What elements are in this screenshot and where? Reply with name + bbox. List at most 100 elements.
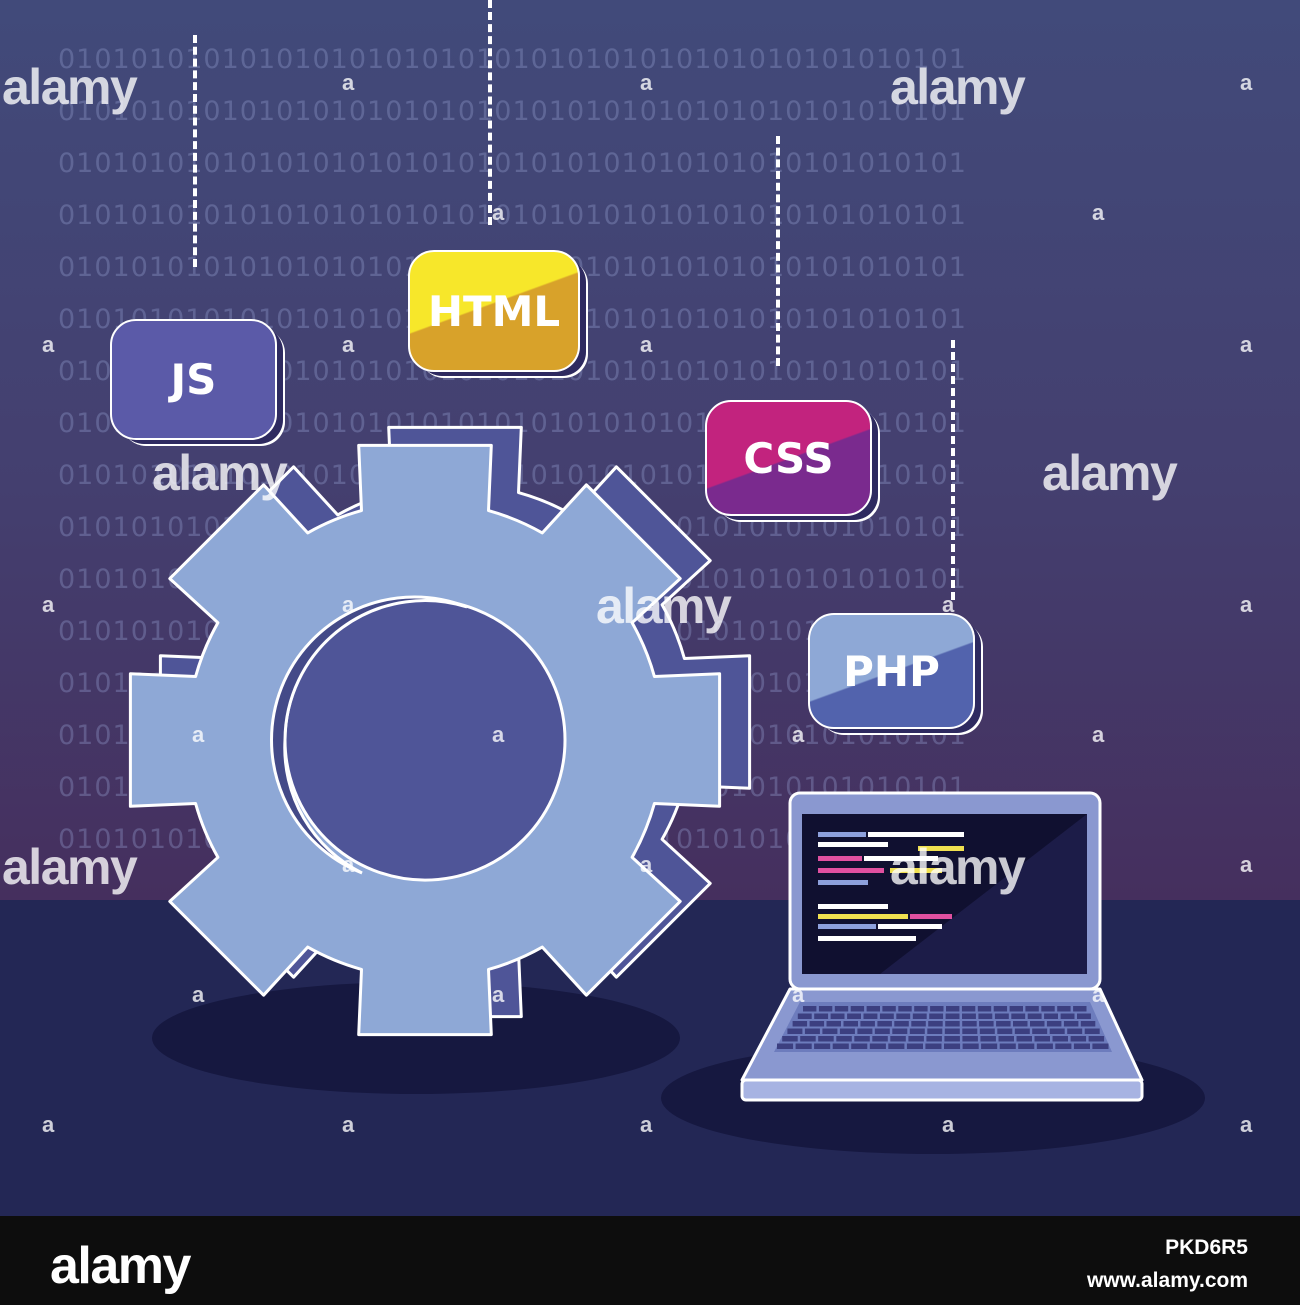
watermark-mark: a — [1240, 1112, 1253, 1137]
keyboard-key — [834, 1006, 849, 1012]
keyboard-key — [1073, 1043, 1090, 1049]
keyboard-key — [1063, 1021, 1079, 1027]
keyboard-key — [925, 1043, 942, 1049]
keyboard-key — [847, 1013, 861, 1019]
keyboard-key — [795, 1043, 812, 1049]
keyboard-key — [860, 1021, 875, 1027]
code-lines-icon — [818, 832, 964, 941]
keyboard-key — [980, 1036, 996, 1042]
watermark-mark: a — [342, 70, 355, 95]
keyboard-key — [908, 1036, 924, 1042]
keyboard-key — [1057, 1006, 1071, 1012]
keyboard-key — [909, 1028, 925, 1034]
keyboard-key — [961, 1006, 976, 1012]
watermark-mark: a — [792, 722, 805, 747]
keyboard-key — [814, 1043, 831, 1049]
keyboard-key — [1030, 1021, 1045, 1027]
keyboard-key — [1049, 1028, 1065, 1034]
watermark-mark: a — [492, 200, 505, 225]
html-badge: HTML — [408, 250, 580, 372]
watermark-text: alamy — [596, 578, 732, 634]
keyboard-key — [1018, 1043, 1035, 1049]
watermark-mark: a — [792, 982, 805, 1007]
keyboard-key — [978, 1013, 993, 1019]
keyboard-key — [787, 1028, 803, 1034]
keyboard-key — [962, 1036, 978, 1042]
keyboard-key — [1080, 1021, 1096, 1027]
keyboard-key — [914, 1006, 928, 1012]
keyboard-key — [839, 1028, 855, 1034]
keyboard-key — [814, 1013, 829, 1019]
watermark-mark: a — [1240, 592, 1253, 617]
illustration-scene: 0101010101010101010101010101010101010101… — [0, 0, 1300, 1216]
watermark-mark: a — [492, 982, 505, 1007]
keyboard-key — [962, 1013, 976, 1019]
keyboard-key — [944, 1036, 960, 1042]
keyboard-key — [994, 1013, 1009, 1019]
watermark-mark: a — [42, 1112, 55, 1137]
keyboard-key — [818, 1006, 833, 1012]
keyboard-key — [929, 1013, 944, 1019]
keyboard-key — [822, 1028, 838, 1034]
watermark-mark: a — [640, 332, 653, 357]
watermark-mark: a — [640, 1112, 653, 1137]
keyboard-key — [1084, 1028, 1100, 1034]
html-badge-label: HTML — [427, 286, 561, 336]
keyboard-key — [1088, 1036, 1105, 1042]
keyboard-key — [803, 1006, 817, 1012]
keyboard-key — [832, 1043, 849, 1049]
keyboard-key — [1011, 1013, 1026, 1019]
keyboard-key — [1077, 1013, 1091, 1019]
keyboard-key — [830, 1013, 845, 1019]
css-string — [776, 136, 780, 366]
keyboard-key — [944, 1043, 961, 1049]
keyboard-key — [944, 1028, 960, 1034]
keyboard-key — [892, 1028, 908, 1034]
keyboard-key — [800, 1036, 816, 1042]
watermark-mark: a — [1240, 70, 1253, 95]
keyboard-key — [782, 1036, 798, 1042]
keyboard-key — [912, 1013, 927, 1019]
keyboard-key — [792, 1021, 808, 1027]
watermark-mark: a — [942, 1112, 955, 1137]
keyboard-key — [854, 1036, 870, 1042]
footer-logo: alamy — [50, 1237, 191, 1295]
keyboard-key — [945, 1021, 960, 1027]
keyboard-key — [1092, 1043, 1109, 1049]
html-string — [488, 0, 492, 225]
keyboard-key — [1052, 1036, 1068, 1042]
keyboard-key — [882, 1006, 896, 1012]
gear-icon — [128, 425, 752, 1037]
keyboard-key — [863, 1013, 878, 1019]
js-badge-label: JS — [170, 355, 217, 404]
keyboard-key — [1032, 1028, 1048, 1034]
keyboard-key — [993, 1006, 1008, 1012]
keyboard-key — [906, 1043, 923, 1049]
keyboard-key — [872, 1036, 888, 1042]
laptop-icon — [740, 791, 1144, 1102]
keyboard-key — [850, 1006, 865, 1012]
keyboard-key — [998, 1036, 1014, 1042]
keyboard-key — [879, 1013, 894, 1019]
js-badge: JS — [110, 319, 277, 440]
keyboard-key — [809, 1021, 825, 1027]
footer-image-id: PKD6R5 — [1165, 1236, 1248, 1259]
keyboard-key — [962, 1021, 977, 1027]
watermark-text: alamy — [2, 59, 138, 115]
keyboard-key — [1070, 1036, 1087, 1042]
keyboard-key — [979, 1028, 995, 1034]
keyboard-key — [997, 1028, 1013, 1034]
footer-bar: alamy PKD6R5 www.alamy.com — [0, 1216, 1300, 1305]
php-string — [951, 340, 955, 600]
keyboard-key — [836, 1036, 852, 1042]
watermark-mark: a — [1240, 852, 1253, 877]
watermark-mark: a — [640, 852, 653, 877]
keyboard-key — [1027, 1013, 1042, 1019]
keyboard-key — [826, 1021, 841, 1027]
watermark-mark: a — [1092, 982, 1105, 1007]
footer-url: www.alamy.com — [1086, 1269, 1248, 1292]
watermark-mark: a — [42, 332, 55, 357]
keyboard-key — [894, 1021, 909, 1027]
keyboard-key — [1013, 1021, 1028, 1027]
keyboard-key — [1034, 1036, 1050, 1042]
